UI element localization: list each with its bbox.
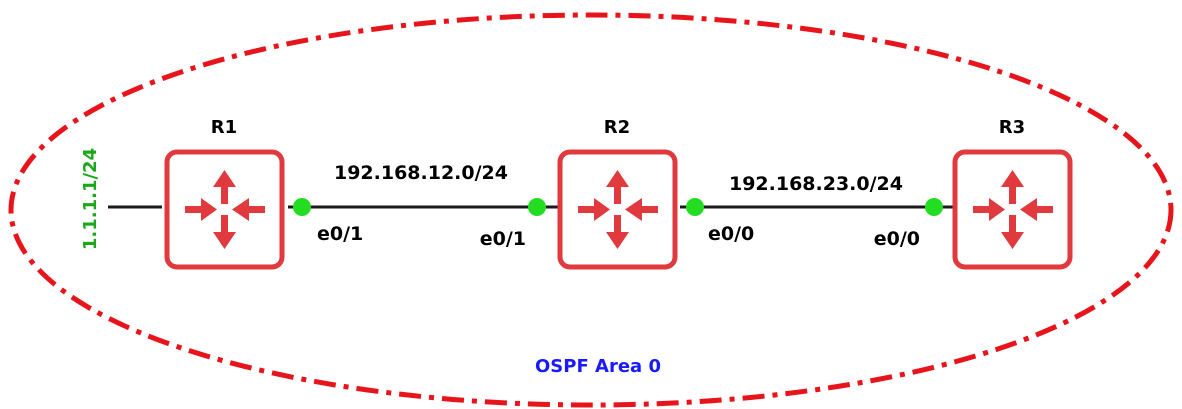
port-dot-r1-e0-1 bbox=[293, 198, 311, 216]
router-icon bbox=[557, 149, 678, 270]
router-icon bbox=[952, 149, 1073, 270]
router-r3[interactable] bbox=[952, 149, 1073, 270]
loopback-label: 1.1.1.1/24 bbox=[80, 148, 101, 250]
port-dot-r2-e0-1 bbox=[528, 198, 546, 216]
ospf-area-boundary bbox=[8, 12, 1174, 408]
port-dot-r3-e0-0 bbox=[925, 198, 943, 216]
router-label-r1: R1 bbox=[211, 117, 237, 138]
router-label-r3: R3 bbox=[999, 117, 1025, 138]
subnet-label-r1-r2: 192.168.12.0/24 bbox=[334, 162, 508, 184]
iface-label-r2-e0-1: e0/1 bbox=[480, 228, 526, 250]
router-icon bbox=[164, 149, 285, 270]
iface-label-r1-e0-1: e0/1 bbox=[317, 223, 363, 245]
subnet-label-r2-r3: 192.168.23.0/24 bbox=[729, 173, 903, 195]
router-label-r2: R2 bbox=[604, 117, 630, 138]
router-r1[interactable] bbox=[164, 149, 285, 270]
iface-label-r2-e0-0: e0/0 bbox=[708, 223, 754, 245]
router-r2[interactable] bbox=[557, 149, 678, 270]
port-dot-r2-e0-0 bbox=[686, 198, 704, 216]
iface-label-r3-e0-0: e0/0 bbox=[874, 228, 920, 250]
ospf-area-label: OSPF Area 0 bbox=[535, 356, 661, 377]
